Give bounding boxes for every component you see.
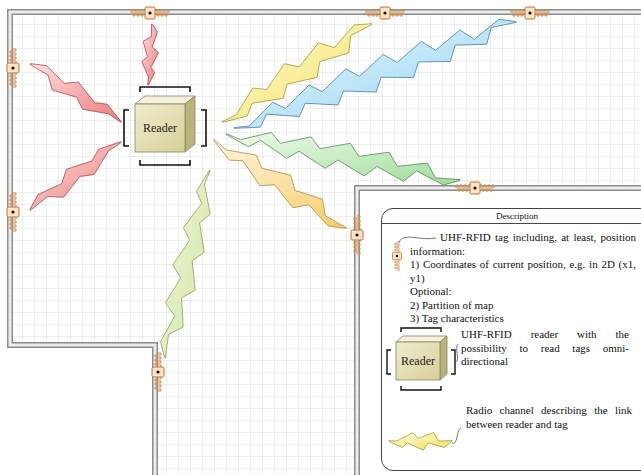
radio-bolt — [161, 170, 211, 358]
legend-text: UHF-RFID reader with the possibility to … — [461, 328, 629, 369]
reader-brackets — [124, 87, 206, 165]
reader-cube — [135, 96, 195, 152]
radio-bolt — [214, 140, 346, 229]
note-line: Optional: — [410, 285, 636, 299]
panel-heading: Description — [382, 209, 641, 224]
legend-reader-box: Reader — [396, 342, 440, 380]
legend-entry: UHF-RFID reader with the possibility to … — [461, 328, 629, 369]
legend-reader-brackets — [387, 328, 455, 390]
tag-description: UHF-RFID tag including, at least, positi… — [410, 231, 636, 326]
legend-tag-icon — [393, 242, 402, 271]
radio-bolt — [389, 433, 452, 451]
reader-box: Reader — [135, 104, 185, 152]
note-line: 1) Coordinates of current position, e.g.… — [410, 258, 636, 285]
rfid-tag — [351, 216, 363, 254]
rfid-tag — [7, 49, 19, 87]
box-label: Reader — [143, 121, 177, 136]
rfid-tag — [456, 182, 494, 194]
radio-bolt — [142, 24, 159, 85]
legend-text: Radio channel describing the link betwee… — [466, 404, 632, 431]
legend-text: UHF-RFID tag including, at least, positi… — [410, 231, 636, 258]
radio-bolt — [234, 19, 516, 128]
radio-bolt — [30, 142, 121, 211]
rfid-tag — [152, 353, 164, 391]
note-line: 3) Tag characteristics — [410, 312, 636, 326]
rfid-tag — [131, 7, 169, 19]
panel-ground — [381, 208, 641, 471]
radio-bolt — [30, 64, 121, 123]
rfid-tag — [366, 7, 404, 19]
rfid-tag — [7, 193, 19, 231]
box-label: Reader — [401, 354, 435, 369]
rfid-tag — [511, 7, 549, 19]
legend-reader-cube — [396, 336, 447, 380]
legend-entry: Radio channel describing the link betwee… — [466, 404, 632, 431]
note-line: 2) Partition of map — [410, 299, 636, 313]
